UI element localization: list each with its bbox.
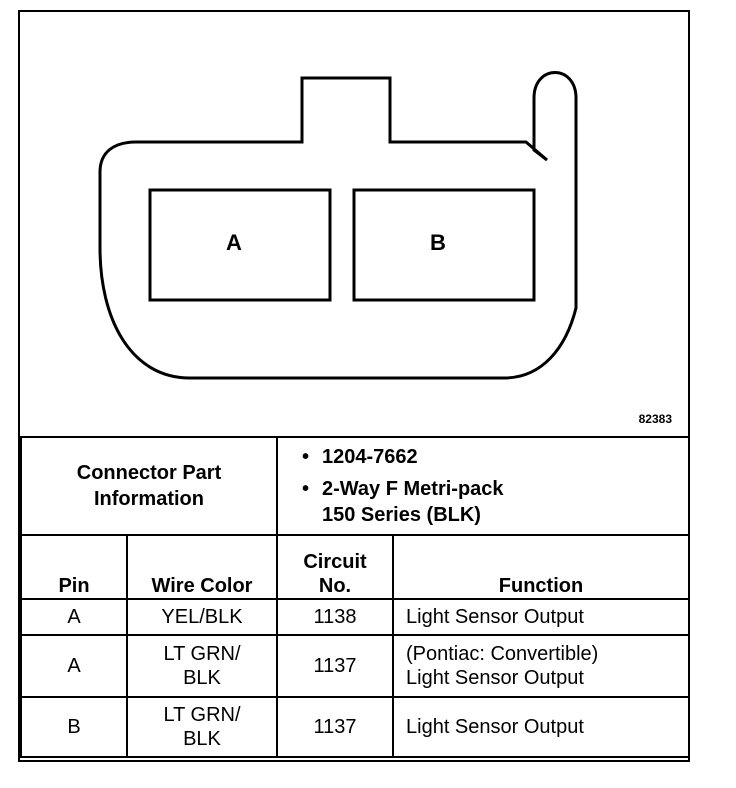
connector-pinout-table: Connector Part Information 1204-7662 2-W… [20, 436, 690, 758]
connector-part-list: 1204-7662 2-Way F Metri-pack 150 Series … [278, 438, 688, 534]
circuit-cell: 1138 [276, 598, 394, 636]
pin-cavity-a [148, 188, 332, 302]
wire-color-cell: LT GRN/ BLK [126, 696, 278, 758]
pin-cell: B [20, 696, 128, 758]
table-row: A YEL/BLK 1138 Light Sensor Output [20, 598, 690, 636]
pin-cell: A [20, 598, 128, 636]
circuit-cell: 1137 [276, 696, 394, 758]
connector-part-title-line2: Information [94, 488, 204, 510]
connector-type-line1: 2-Way F Metri-pack [322, 478, 504, 500]
column-header-row: Pin Wire Color Circuit No. Function [20, 534, 690, 600]
part-number-item: 1204-7662 [302, 444, 688, 470]
table-row: A LT GRN/ BLK 1137 (Pontiac: Convertible… [20, 634, 690, 698]
wire-color-cell: YEL/BLK [126, 598, 278, 636]
pin-column-header: Pin [20, 534, 128, 600]
function-cell: (Pontiac: Convertible) Light Sensor Outp… [392, 634, 690, 698]
wire-color-line1: LT GRN/ [163, 704, 241, 726]
circuit-header-line2: No. [318, 575, 352, 597]
connector-drawing [98, 71, 578, 380]
function-column-header: Function [392, 534, 690, 600]
connector-type-item: 2-Way F Metri-pack 150 Series (BLK) [302, 476, 688, 528]
connector-figure: A B 82383 Connector Part Information 120… [18, 10, 690, 762]
wire-color-line2: BLK [183, 667, 221, 689]
pin-cell: A [20, 634, 128, 698]
pin-cavity-b [352, 188, 536, 302]
connector-body-outline [98, 71, 578, 380]
circuit-cell: 1137 [276, 634, 394, 698]
function-cell: Light Sensor Output [392, 598, 690, 636]
function-line1: (Pontiac: Convertible) [406, 643, 599, 665]
connector-part-details-cell: 1204-7662 2-Way F Metri-pack 150 Series … [276, 436, 690, 536]
wire-color-line1: LT GRN/ [163, 643, 241, 665]
function-cell: Light Sensor Output [392, 696, 690, 758]
figure-number: 82383 [638, 412, 672, 426]
connector-info-row: Connector Part Information 1204-7662 2-W… [20, 436, 690, 536]
wire-color-cell: LT GRN/ BLK [126, 634, 278, 698]
connector-type-line2: 150 Series (BLK) [322, 504, 481, 526]
circuit-header-line1: Circuit [303, 551, 367, 573]
function-line2: Light Sensor Output [406, 667, 584, 689]
circuit-column-header: Circuit No. [276, 534, 394, 600]
pin-label-a: A [226, 230, 242, 255]
wire-color-line2: BLK [183, 728, 221, 750]
pin-label-b: B [430, 230, 446, 255]
wire-color-column-header: Wire Color [126, 534, 278, 600]
table-row: B LT GRN/ BLK 1137 Light Sensor Output [20, 696, 690, 758]
connector-part-title-cell: Connector Part Information [20, 436, 278, 536]
connector-part-title-line1: Connector Part [76, 462, 222, 484]
